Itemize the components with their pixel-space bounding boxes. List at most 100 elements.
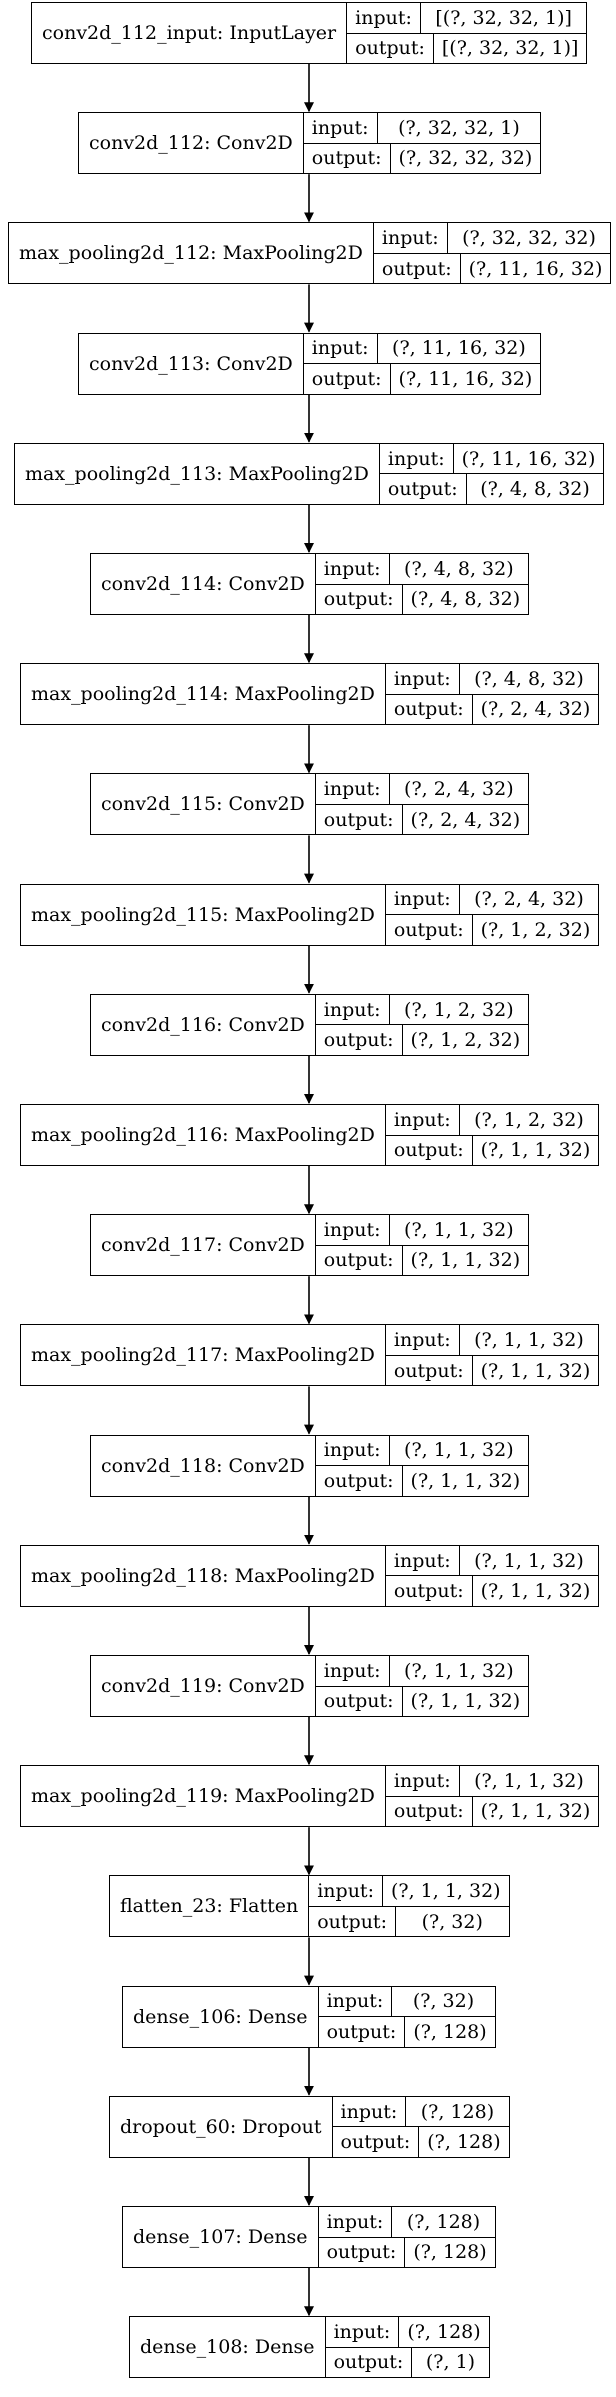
input-shape: (?, 1, 1, 32) [404, 1439, 514, 1462]
output-row: output:(?, 32) [309, 1905, 509, 1937]
input-shape: (?, 11, 16, 32) [461, 447, 596, 470]
input-row: input:(?, 11, 16, 32) [380, 443, 604, 474]
output-row: output: (?, 1, 2, 32) [385, 914, 599, 945]
layer-name: max_pooling2d_117: MaxPooling2D [21, 1325, 386, 1386]
input-label: input: [316, 1656, 390, 1686]
output-label: output: [386, 694, 473, 725]
input-label: input: [319, 1986, 393, 2017]
output-shape: (?, 1, 1, 32) [480, 1800, 591, 1823]
layer-name: max_pooling2d_116: MaxPooling2D [21, 1105, 386, 1165]
output-row: output:(?, 4, 8, 32) [379, 473, 604, 504]
output-row: output: (?, 1, 1, 32) [385, 1795, 599, 1827]
input-shape: (?, 32) [412, 1990, 475, 2013]
output-label: output: [316, 1466, 403, 1496]
output-shape: (?, 1, 1, 32) [410, 1469, 521, 1492]
input-row: input:(?, 128) [319, 2207, 495, 2237]
output-label: output: [386, 1796, 473, 1827]
output-row: output:(?, 1, 1, 32) [385, 1134, 599, 1165]
output-shape: (?, 2, 4, 32) [410, 808, 521, 831]
output-row: output:(?, 1, 1, 32) [385, 1575, 599, 1606]
input-shape: (?, 1, 1, 32) [404, 1659, 514, 1682]
layer-name: conv2d_117: Conv2D [91, 1215, 316, 1276]
input-row: input:(?, 1, 1, 32) [309, 1876, 508, 1906]
output-label: output: [386, 915, 473, 945]
output-label: output: [319, 2237, 406, 2267]
layer-io-table: input:(?, 11, 16, 32)output: (?, 11, 16, … [303, 333, 541, 394]
output-row: output: (?, 1, 1, 32) [315, 1465, 529, 1496]
input-shape: (?, 2, 4, 32) [474, 888, 584, 911]
input-label: input: [347, 3, 421, 33]
output-label: output: [316, 804, 403, 835]
input-row: input:(?, 32, 32, 1) [304, 113, 541, 143]
output-label: output: [316, 1686, 403, 1716]
layer-io-table: input:(?, 1, 1, 32)output:(?, 1, 1, 32) [315, 1215, 529, 1276]
output-label: output: [347, 33, 434, 63]
input-label: input: [309, 1876, 383, 1906]
layer-io-table: input:(?, 11, 16, 32)output:(?, 4, 8, 32… [379, 443, 604, 504]
layer-io-table: input: (?, 32, 32, 32)output:(?, 11, 16, … [373, 223, 611, 284]
layer-io-table: input:(?, 1, 1, 32)output: (?, 1, 1, 32) [385, 1766, 599, 1827]
input-row: input: (?, 32, 32, 32) [374, 223, 611, 253]
input-shape: (?, 128) [407, 2320, 481, 2343]
input-row: input: (?, 2, 4, 32) [316, 774, 528, 804]
input-row: input:(?, 1, 1, 32) [386, 1766, 598, 1796]
output-row: output: (?, 11, 16, 32) [303, 363, 541, 394]
layer-name: max_pooling2d_115: MaxPooling2D [21, 884, 386, 945]
input-row: input:(?, 4, 8, 32) [386, 664, 598, 694]
input-label: input: [374, 223, 448, 253]
output-label: output: [316, 584, 403, 614]
layer-io-table: input:[(?, 32, 32, 1)]output:[(?, 32, 32… [347, 3, 587, 63]
output-row: output:(?, 128) [318, 2016, 495, 2047]
input-label: input: [316, 554, 390, 584]
output-label: output: [386, 1135, 473, 1165]
output-row: output:(?, 11, 16, 32) [373, 252, 611, 284]
input-row: input:(?, 1, 1, 32) [316, 1215, 528, 1245]
output-shape: (?, 128) [427, 2131, 501, 2154]
output-shape: (?, 11, 16, 32) [398, 367, 533, 390]
layer-name: conv2d_112: Conv2D [79, 113, 304, 174]
input-label: input: [316, 774, 390, 804]
input-label: input: [386, 1545, 460, 1576]
input-label: input: [326, 2317, 400, 2347]
input-label: input: [386, 1325, 460, 1355]
layer-name: max_pooling2d_118: MaxPooling2D [21, 1545, 386, 1606]
input-label: input: [333, 2096, 407, 2127]
input-shape: (?, 1, 2, 32) [474, 1108, 584, 1131]
layer-io-table: input:(?, 1, 1, 32)output:(?, 1, 1, 32) [385, 1545, 599, 1606]
input-label: input: [386, 1766, 460, 1796]
output-label: output: [374, 253, 461, 284]
output-label: output: [304, 143, 391, 174]
output-label: output: [333, 2127, 420, 2157]
output-label: output: [309, 1906, 396, 1937]
layer-name: conv2d_114: Conv2D [91, 554, 316, 614]
output-label: output: [304, 364, 391, 394]
input-shape: (?, 4, 8, 32) [404, 557, 514, 580]
input-shape: (?, 1, 1, 32) [404, 1218, 514, 1241]
layer-name: dropout_60: Dropout [110, 2096, 333, 2157]
output-shape: (?, 1, 2, 32) [480, 918, 591, 941]
input-label: input: [304, 113, 378, 143]
input-row: input: (?, 1, 1, 32) [386, 1325, 598, 1355]
input-shape: (?, 4, 8, 32) [474, 667, 584, 690]
input-shape: (?, 32, 32, 32) [462, 227, 596, 250]
input-shape: [(?, 32, 32, 1)] [435, 6, 572, 29]
layer-io-table: input:(?, 1, 1, 32)output:(?, 1, 1, 32) [385, 1325, 599, 1386]
input-shape: (?, 2, 4, 32) [404, 778, 514, 801]
layer-io-table: input:(?, 4, 8, 32)output:(?, 4, 8, 32) [315, 554, 529, 614]
input-shape: (?, 128) [406, 2210, 481, 2233]
layer-io-table: input:(?, 1, 2, 32)output:(?, 1, 1, 32) [385, 1105, 599, 1165]
input-shape: (?, 1, 1, 32) [474, 1329, 584, 1352]
output-shape: (?, 128) [413, 2241, 487, 2264]
input-row: input:(?, 11, 16, 32) [304, 333, 541, 364]
input-label: input: [316, 1435, 390, 1466]
